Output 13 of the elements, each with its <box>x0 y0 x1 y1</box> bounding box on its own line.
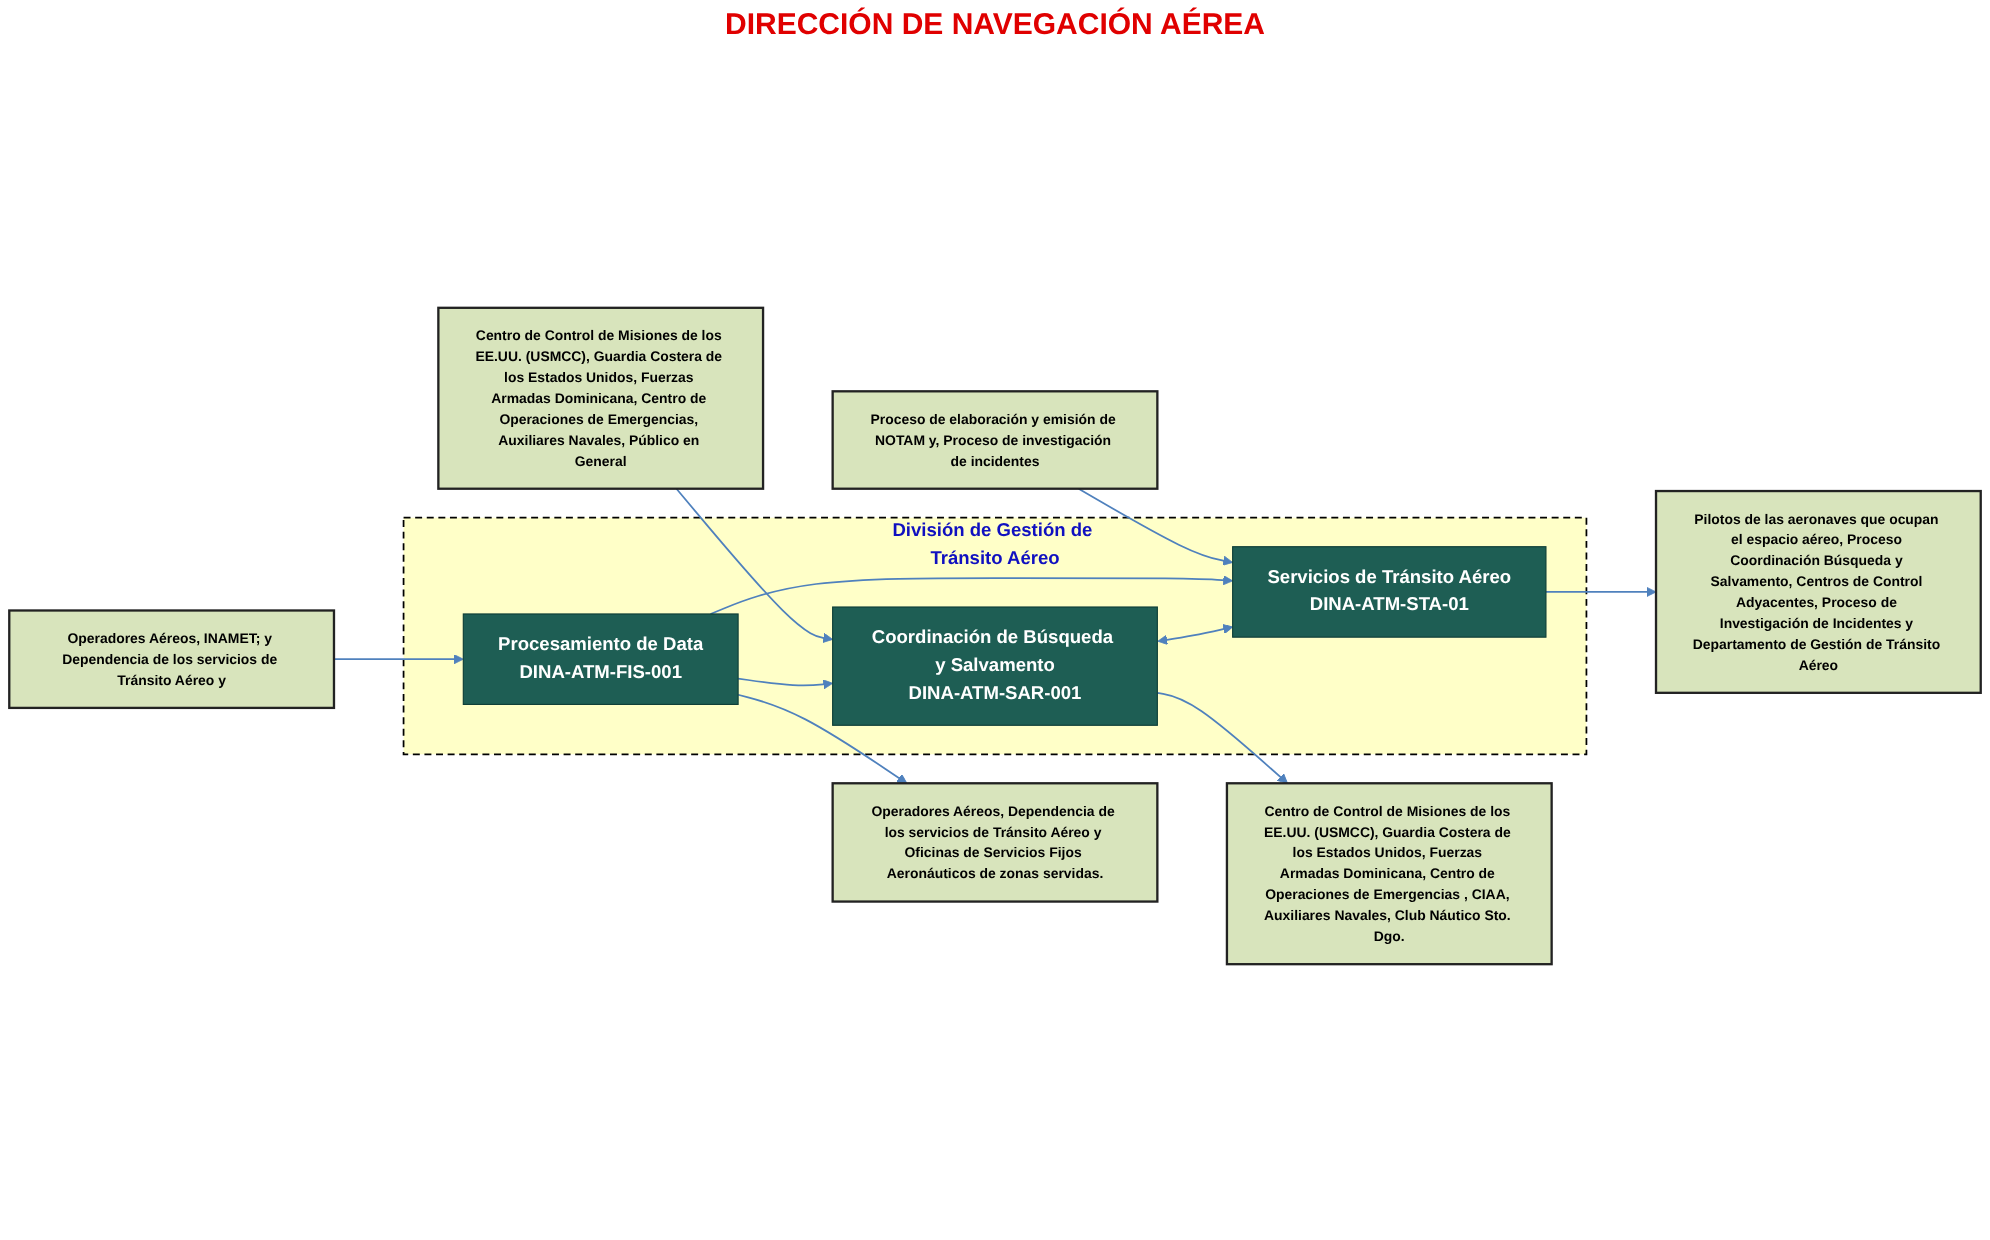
node-box: Procesamiento de Data DINA-ATM-FIS-001 <box>462 613 739 705</box>
arrow <box>1545 586 1657 598</box>
node-box: Coordinación de Búsqueda y Salvamento DINA-ATM-SAR-001 <box>832 606 1158 726</box>
arrow <box>333 654 464 665</box>
diagram-title: DIRECCIÓN DE NAVEGACIÓN AÉREA <box>722 8 1268 42</box>
node-box: Servicios de Tránsito Aéreo DINA-ATM-STA-01 <box>1232 546 1547 638</box>
arrow <box>675 487 834 643</box>
arrow <box>737 693 908 784</box>
arrow <box>1077 487 1234 566</box>
arrow <box>709 575 1234 615</box>
arrow <box>1157 624 1234 645</box>
arrow <box>737 677 834 690</box>
arrow <box>1156 692 1288 784</box>
